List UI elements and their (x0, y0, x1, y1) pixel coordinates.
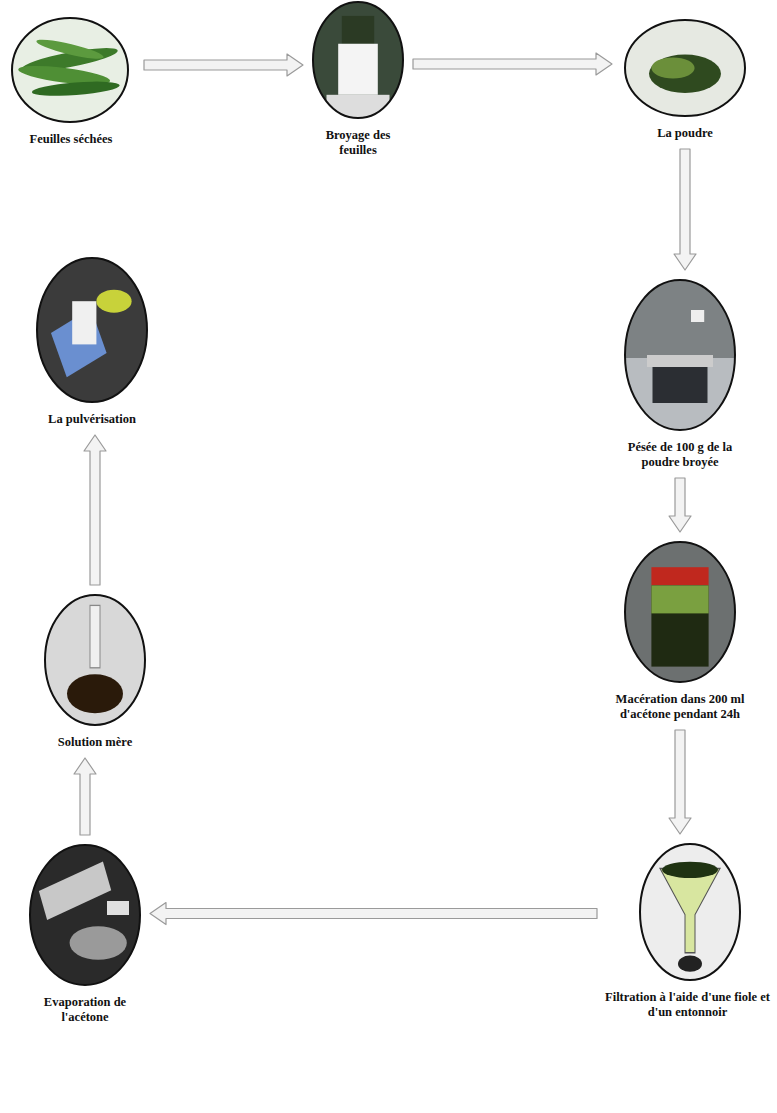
process-step: Evaporation de l'acétone (28, 843, 142, 1025)
step-label: Feuilles séchées (6, 132, 136, 147)
step-photo (35, 256, 149, 404)
process-step: Filtration à l'aide d'une fiole et d'un … (605, 842, 770, 1020)
process-step: La poudre (620, 18, 750, 141)
step-photo (623, 540, 737, 684)
flow-arrow (74, 758, 96, 835)
step-label: Pésée de 100 g de la poudre broyée (623, 440, 737, 470)
step-label: Macération dans 200 ml d'acétone pendant… (595, 692, 765, 722)
flow-arrow (413, 53, 612, 75)
flow-arrow (150, 903, 597, 925)
flow-arrow (144, 54, 303, 76)
process-step: Broyage des feuilles (311, 0, 405, 158)
step-photo (638, 842, 742, 982)
step-label: Evaporation de l'acétone (28, 995, 142, 1025)
flow-arrow (669, 478, 691, 532)
step-photo (10, 16, 130, 124)
flow-arrow (84, 435, 106, 585)
step-photo (43, 593, 147, 727)
step-photo (28, 843, 142, 987)
step-label: La pulvérisation (22, 412, 162, 427)
process-step: Solution mère (35, 593, 155, 750)
step-label: Broyage des feuilles (311, 128, 405, 158)
step-label: Solution mère (35, 735, 155, 750)
flow-arrow (674, 149, 696, 270)
step-photo (623, 278, 737, 432)
process-step: Macération dans 200 ml d'acétone pendant… (595, 540, 765, 722)
flow-arrow (669, 730, 691, 834)
step-label: La poudre (620, 126, 750, 141)
step-label: Filtration à l'aide d'une fiole et d'un … (605, 990, 770, 1020)
process-step: Feuilles séchées (6, 16, 136, 147)
step-photo (311, 0, 405, 120)
process-step: La pulvérisation (22, 256, 162, 427)
process-step: Pésée de 100 g de la poudre broyée (623, 278, 737, 470)
step-photo (623, 18, 747, 118)
